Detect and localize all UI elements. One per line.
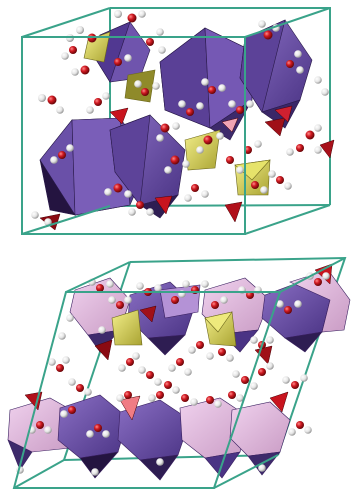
top-crystal-structure xyxy=(21,7,335,235)
bottom-crystal-structure xyxy=(7,256,351,489)
top-octahedra xyxy=(39,19,313,219)
top-red-tetrahedra xyxy=(39,105,335,231)
bottom-atoms xyxy=(16,272,330,476)
bottom-unit-cell-front xyxy=(12,257,346,489)
bottom-tetrahedra xyxy=(111,309,237,347)
top-atoms xyxy=(31,10,329,226)
bottom-octahedra-lower xyxy=(7,394,291,481)
top-unit-cell-front xyxy=(21,7,331,235)
